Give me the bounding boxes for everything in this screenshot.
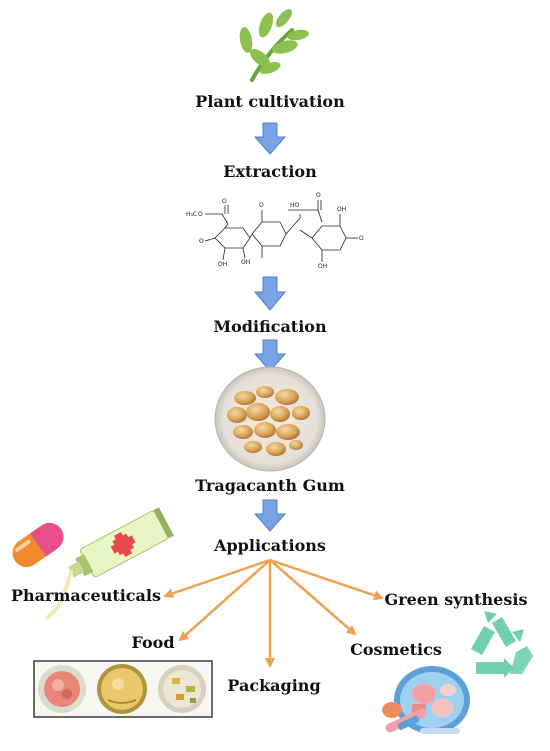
svg-text:O: O xyxy=(316,192,321,199)
app-cosmetics: Cosmetics xyxy=(350,640,442,659)
svg-text:HO: HO xyxy=(290,202,300,209)
arrow-to-pharmaceuticals xyxy=(163,558,271,599)
app-packaging: Packaging xyxy=(227,676,321,695)
svg-text:O: O xyxy=(198,211,203,218)
down-arrow-3 xyxy=(253,339,287,372)
svg-text:O: O xyxy=(199,238,204,245)
svg-text:O: O xyxy=(259,202,264,209)
svg-text:O: O xyxy=(222,198,227,205)
svg-text:O: O xyxy=(359,235,364,242)
svg-text:OH: OH xyxy=(218,261,227,268)
app-green-synthesis: Green synthesis xyxy=(384,590,528,609)
tragacanth-gum-photo xyxy=(214,366,326,472)
arrow-to-cosmetics xyxy=(269,559,357,636)
arrow-to-food xyxy=(178,559,271,642)
step-modification: Modification xyxy=(213,317,327,336)
chemical-structure-labels: H₃C O O O OH OH HO O OH O OH O xyxy=(186,192,364,270)
step-tragacanth-gum: Tragacanth Gum xyxy=(195,476,345,495)
ointment-tube-icon xyxy=(45,507,174,620)
step-plant-cultivation: Plant cultivation xyxy=(195,92,345,111)
svg-text:OH: OH xyxy=(241,259,250,266)
makeup-compact-icon xyxy=(382,666,470,734)
down-arrow-2 xyxy=(253,276,287,311)
food-dishes-photo xyxy=(33,660,213,718)
svg-text:OH: OH xyxy=(318,263,327,270)
recycle-icon xyxy=(471,611,533,678)
svg-text:H₃C: H₃C xyxy=(186,211,197,218)
application-branch-arrows xyxy=(163,558,384,668)
plant-sprig-icon xyxy=(239,8,309,82)
chemical-structure-diagram xyxy=(204,200,358,262)
svg-text:OH: OH xyxy=(337,206,346,213)
app-pharmaceuticals: Pharmaceuticals xyxy=(11,586,161,605)
down-arrow-1 xyxy=(253,122,287,155)
app-food: Food xyxy=(131,633,175,652)
capsule-pill-icon xyxy=(12,522,64,568)
step-extraction: Extraction xyxy=(223,162,317,181)
down-arrow-4 xyxy=(253,499,287,532)
arrow-to-green-synthesis xyxy=(269,558,384,601)
step-applications: Applications xyxy=(214,536,326,555)
